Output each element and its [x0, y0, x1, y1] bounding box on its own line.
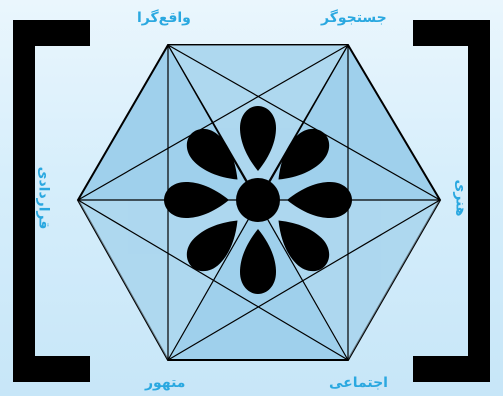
flower-center [236, 178, 280, 222]
label-top-left: واقع‌گرا [137, 11, 191, 25]
label-bottom-left: متهور [145, 376, 185, 390]
label-left: قراردادی [36, 167, 50, 230]
label-bottom-right: اجتماعی [329, 376, 388, 390]
label-right: هنری [453, 180, 467, 217]
label-top-right: جستجوگر [321, 11, 387, 25]
flower-emblem [164, 106, 352, 294]
